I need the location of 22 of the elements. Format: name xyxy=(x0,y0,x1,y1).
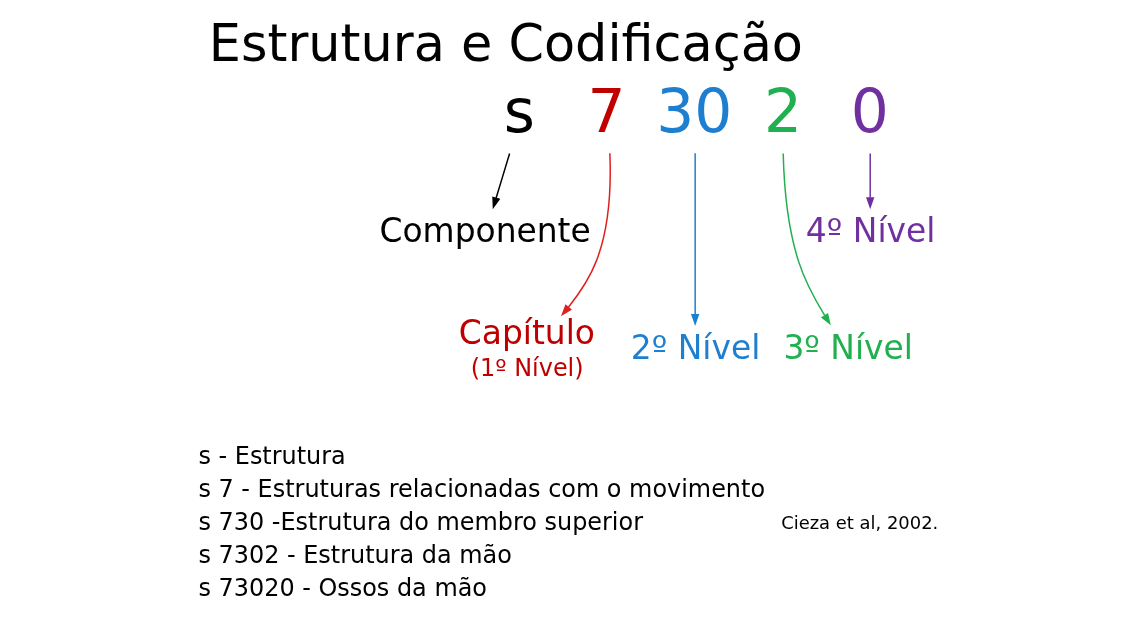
label: s - Estrutura xyxy=(197,442,346,471)
arrow xyxy=(690,152,699,326)
node-text: 2º Nível xyxy=(630,328,760,368)
node-text: 3º Nível xyxy=(782,328,913,368)
arrow xyxy=(491,152,510,210)
arrow xyxy=(781,152,831,326)
node-text: 4º Nível xyxy=(805,211,935,251)
node-text: Capítulo (1º Nível) xyxy=(458,313,595,382)
node-text: Componente xyxy=(378,211,591,251)
node-text: 7 xyxy=(586,76,626,147)
label: s 7 - Estruturas relacionadas com o movimento xyxy=(197,474,765,503)
label: Cieza et al, 2002. xyxy=(780,511,938,533)
node-text: s xyxy=(503,76,535,147)
node-text: 2 xyxy=(763,76,802,147)
arrow xyxy=(560,152,611,317)
label: s 73020 - Ossos da mão xyxy=(197,573,487,602)
node-text: 30 xyxy=(655,76,732,147)
diagram-title: Estrutura e Codificação xyxy=(208,13,803,73)
label: s 730 -Estrutura do membro superior xyxy=(197,507,643,536)
arrow xyxy=(865,152,874,210)
label: s 7302 - Estrutura da mão xyxy=(197,540,512,569)
node-text: 0 xyxy=(850,76,889,147)
